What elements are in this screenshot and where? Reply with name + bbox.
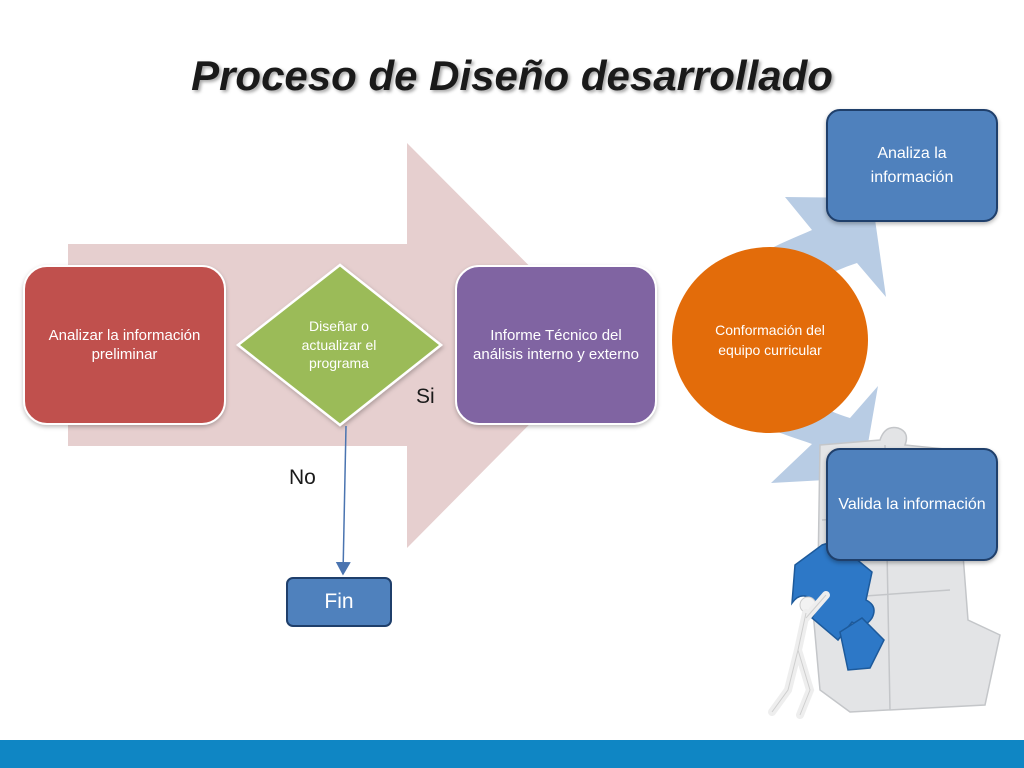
node-conformacion-equipo: Conformación del equipo curricular xyxy=(672,247,868,433)
footer-bar xyxy=(0,740,1024,768)
label-no: No xyxy=(289,466,316,489)
connector-no-arrow xyxy=(335,425,351,576)
decision-diamond-shape xyxy=(235,263,444,427)
node-informe-tecnico: Informe Técnico del análisis interno y e… xyxy=(455,265,657,425)
node-analiza-informacion: Analiza la información xyxy=(826,109,998,222)
label-si: Si xyxy=(416,385,435,408)
node-disenar-label: Diseñar o actualizar el programa xyxy=(301,317,377,372)
node-valida-informacion: Valida la información xyxy=(826,448,998,561)
page-title: Proceso de Diseño desarrollado xyxy=(191,52,833,99)
node-analizar-preliminar: Analizar la información preliminar xyxy=(23,265,226,425)
node-fin: Fin xyxy=(286,577,392,627)
